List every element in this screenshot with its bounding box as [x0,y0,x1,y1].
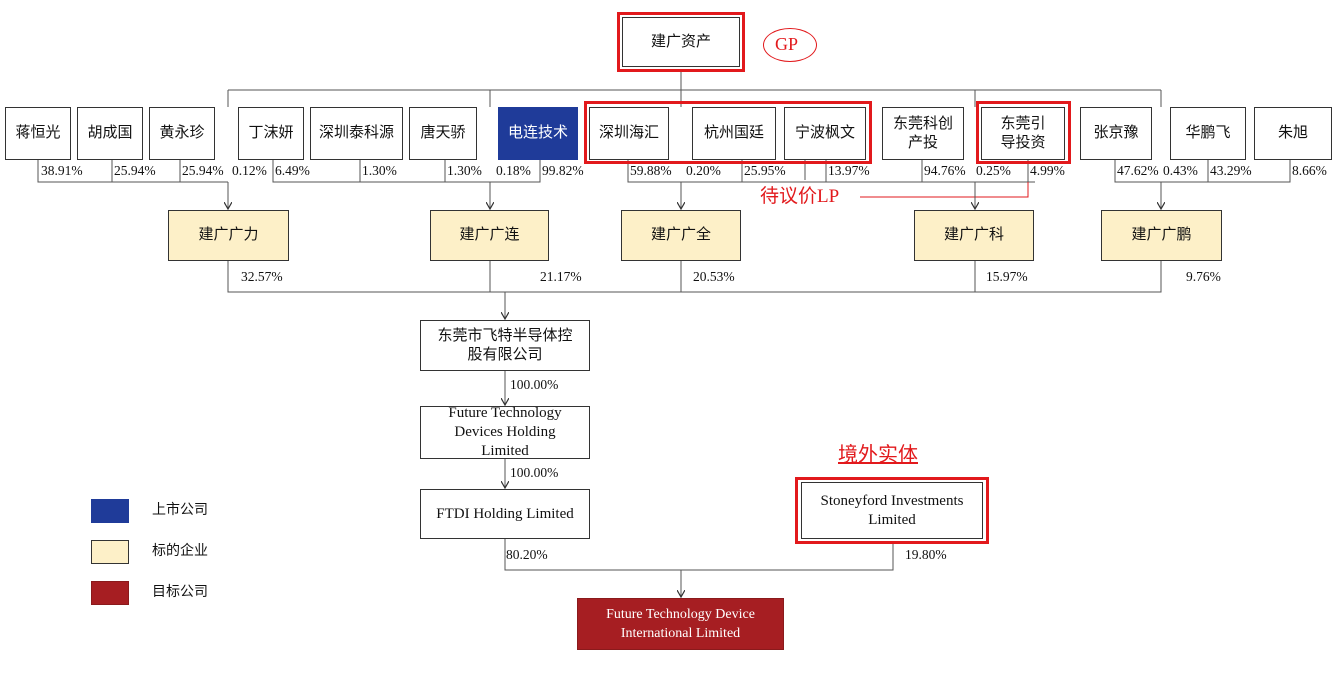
fund-guangli: 建广广力 [168,210,289,261]
investor-dongguan-yindao: 东莞引导投资 [981,107,1065,160]
holding-label: FTDI Holding Limited [436,505,574,522]
pct-label: 0.18% [496,163,531,178]
fund-guangpeng: 建广广鹏 [1101,210,1222,261]
gp-name: 建广资产 [650,33,711,50]
holding-pct-1: 100.00% [510,377,559,392]
pct-label: 59.88% [630,163,672,178]
pct-label: 0.12% [232,163,267,178]
investor-label: 蒋恒光 [15,125,61,141]
stoneyford-investments: Stoneyford Investments Limited [801,482,983,539]
pct-label: 8.66% [1292,163,1327,178]
investor-label: 宁波枫文 [794,125,855,141]
fund-pct-label: 9.76% [1186,269,1221,284]
investor-jiang-hengguang: 蒋恒光 [5,107,71,160]
investor-tang-tianjiao: 唐天骄 [409,107,477,160]
target-label: Future Technology Device International L… [606,607,755,641]
fund-guanglian: 建广广连 [430,210,549,261]
investor-label: 电连技术 [507,125,568,141]
pct-label: 1.30% [362,163,397,178]
pct-label: 99.82% [542,163,584,178]
legend-label-target-company: 目标公司 [152,585,208,600]
offshore-highlight-frame [795,477,989,544]
future-technology-holding: Future Technology Devices Holding Limite… [420,405,590,459]
pct-label: 38.91% [41,163,83,178]
pct-label: 94.76% [924,163,966,178]
investor-shenzhen-taikeyuan: 深圳泰科源 [310,107,403,160]
legend-label-listed: 上市公司 [152,503,208,518]
fund-label: 建广广鹏 [1131,227,1192,243]
investor-label: 张京豫 [1093,125,1139,141]
fund-guangke: 建广广科 [914,210,1034,261]
investor-hu-chengguo: 胡成国 [77,107,143,160]
legend-swatch-target-company [91,581,129,605]
gp-tag-ellipse [763,28,817,62]
pct-label: 0.43% [1163,163,1198,178]
offshore-name: Stoneyford Investments Limited [820,492,964,528]
pct-label: 25.95% [744,163,786,178]
holding-pct-2: 100.00% [510,465,559,480]
gp-box: 建广资产 [622,17,740,67]
offshore-pct: 19.80% [905,547,947,562]
investor-label: 深圳海汇 [598,125,659,141]
fund-pct-label: 20.53% [693,269,735,284]
investor-dongguan-kechuang: 东莞科创产投 [882,107,964,160]
fund-guangquan: 建广广全 [621,210,741,261]
fund-label: 建广广科 [943,227,1004,243]
investor-label: 胡成国 [87,125,133,141]
pct-label: 6.49% [275,163,310,178]
fund-label: 建广广全 [650,227,711,243]
investor-label: 东莞科创产投 [893,115,954,151]
pct-label: 47.62% [1117,163,1159,178]
investor-hua-pengfei: 华鹏飞 [1170,107,1246,160]
pct-label: 43.29% [1210,163,1252,178]
pct-label: 4.99% [1030,163,1065,178]
target-company: Future Technology Device International L… [577,598,784,650]
gp-highlight-frame [617,12,745,72]
investor-label: 杭州国廷 [703,125,764,141]
fund-label: 建广广力 [198,227,259,243]
holding-label: 东莞市飞特半导体控股有限公司 [437,327,573,363]
fund-pct-label: 32.57% [241,269,283,284]
pct-label: 1.30% [447,163,482,178]
fund-pct-label: 15.97% [986,269,1028,284]
investor-zhang-jingyu: 张京豫 [1080,107,1152,160]
investor-hangzhou-guoting: 杭州国廷 [692,107,776,160]
investor-label: 深圳泰科源 [318,125,394,141]
holding-pct-3: 80.20% [506,547,548,562]
pct-label: 13.97% [828,163,870,178]
pct-label: 25.94% [114,163,156,178]
legend-swatch-listed [91,499,129,523]
legend-label-target-enterprise: 标的企业 [152,544,208,559]
legend-swatch-target-enterprise [91,540,129,564]
investor-label: 唐天骄 [420,125,466,141]
investor-huang-yongzhen: 黄永珍 [149,107,215,160]
investor-shenzhen-haihui: 深圳海汇 [589,107,669,160]
investor-label: 东莞引导投资 [1000,115,1046,151]
lp-group-highlight-frame [584,101,872,164]
ftdi-holding: FTDI Holding Limited [420,489,590,539]
yindao-highlight-frame [976,101,1071,164]
investor-label: 丁沫妍 [248,125,294,141]
fund-label: 建广广连 [459,227,520,243]
investor-ding-moyan: 丁沫妍 [238,107,304,160]
lp-annotation: 待议价LP [760,186,840,207]
offshore-label: 境外实体 [838,444,918,466]
fund-pct-label: 21.17% [540,269,582,284]
investor-dianlian-technology: 电连技术 [498,107,578,160]
pct-label: 25.94% [182,163,224,178]
holding-dongguan-feite: 东莞市飞特半导体控股有限公司 [420,320,590,371]
gp-tag: GP [775,34,799,54]
investor-zhu-xu: 朱旭 [1254,107,1332,160]
pct-label: 0.25% [976,163,1011,178]
holding-label: Future Technology Devices Holding Limite… [448,405,562,459]
pct-label: 0.20% [686,163,721,178]
investor-label: 黄永珍 [159,125,205,141]
investor-label: 华鹏飞 [1185,125,1231,141]
investor-ningbo-fengwen: 宁波枫文 [784,107,866,160]
investor-label: 朱旭 [1277,125,1308,141]
